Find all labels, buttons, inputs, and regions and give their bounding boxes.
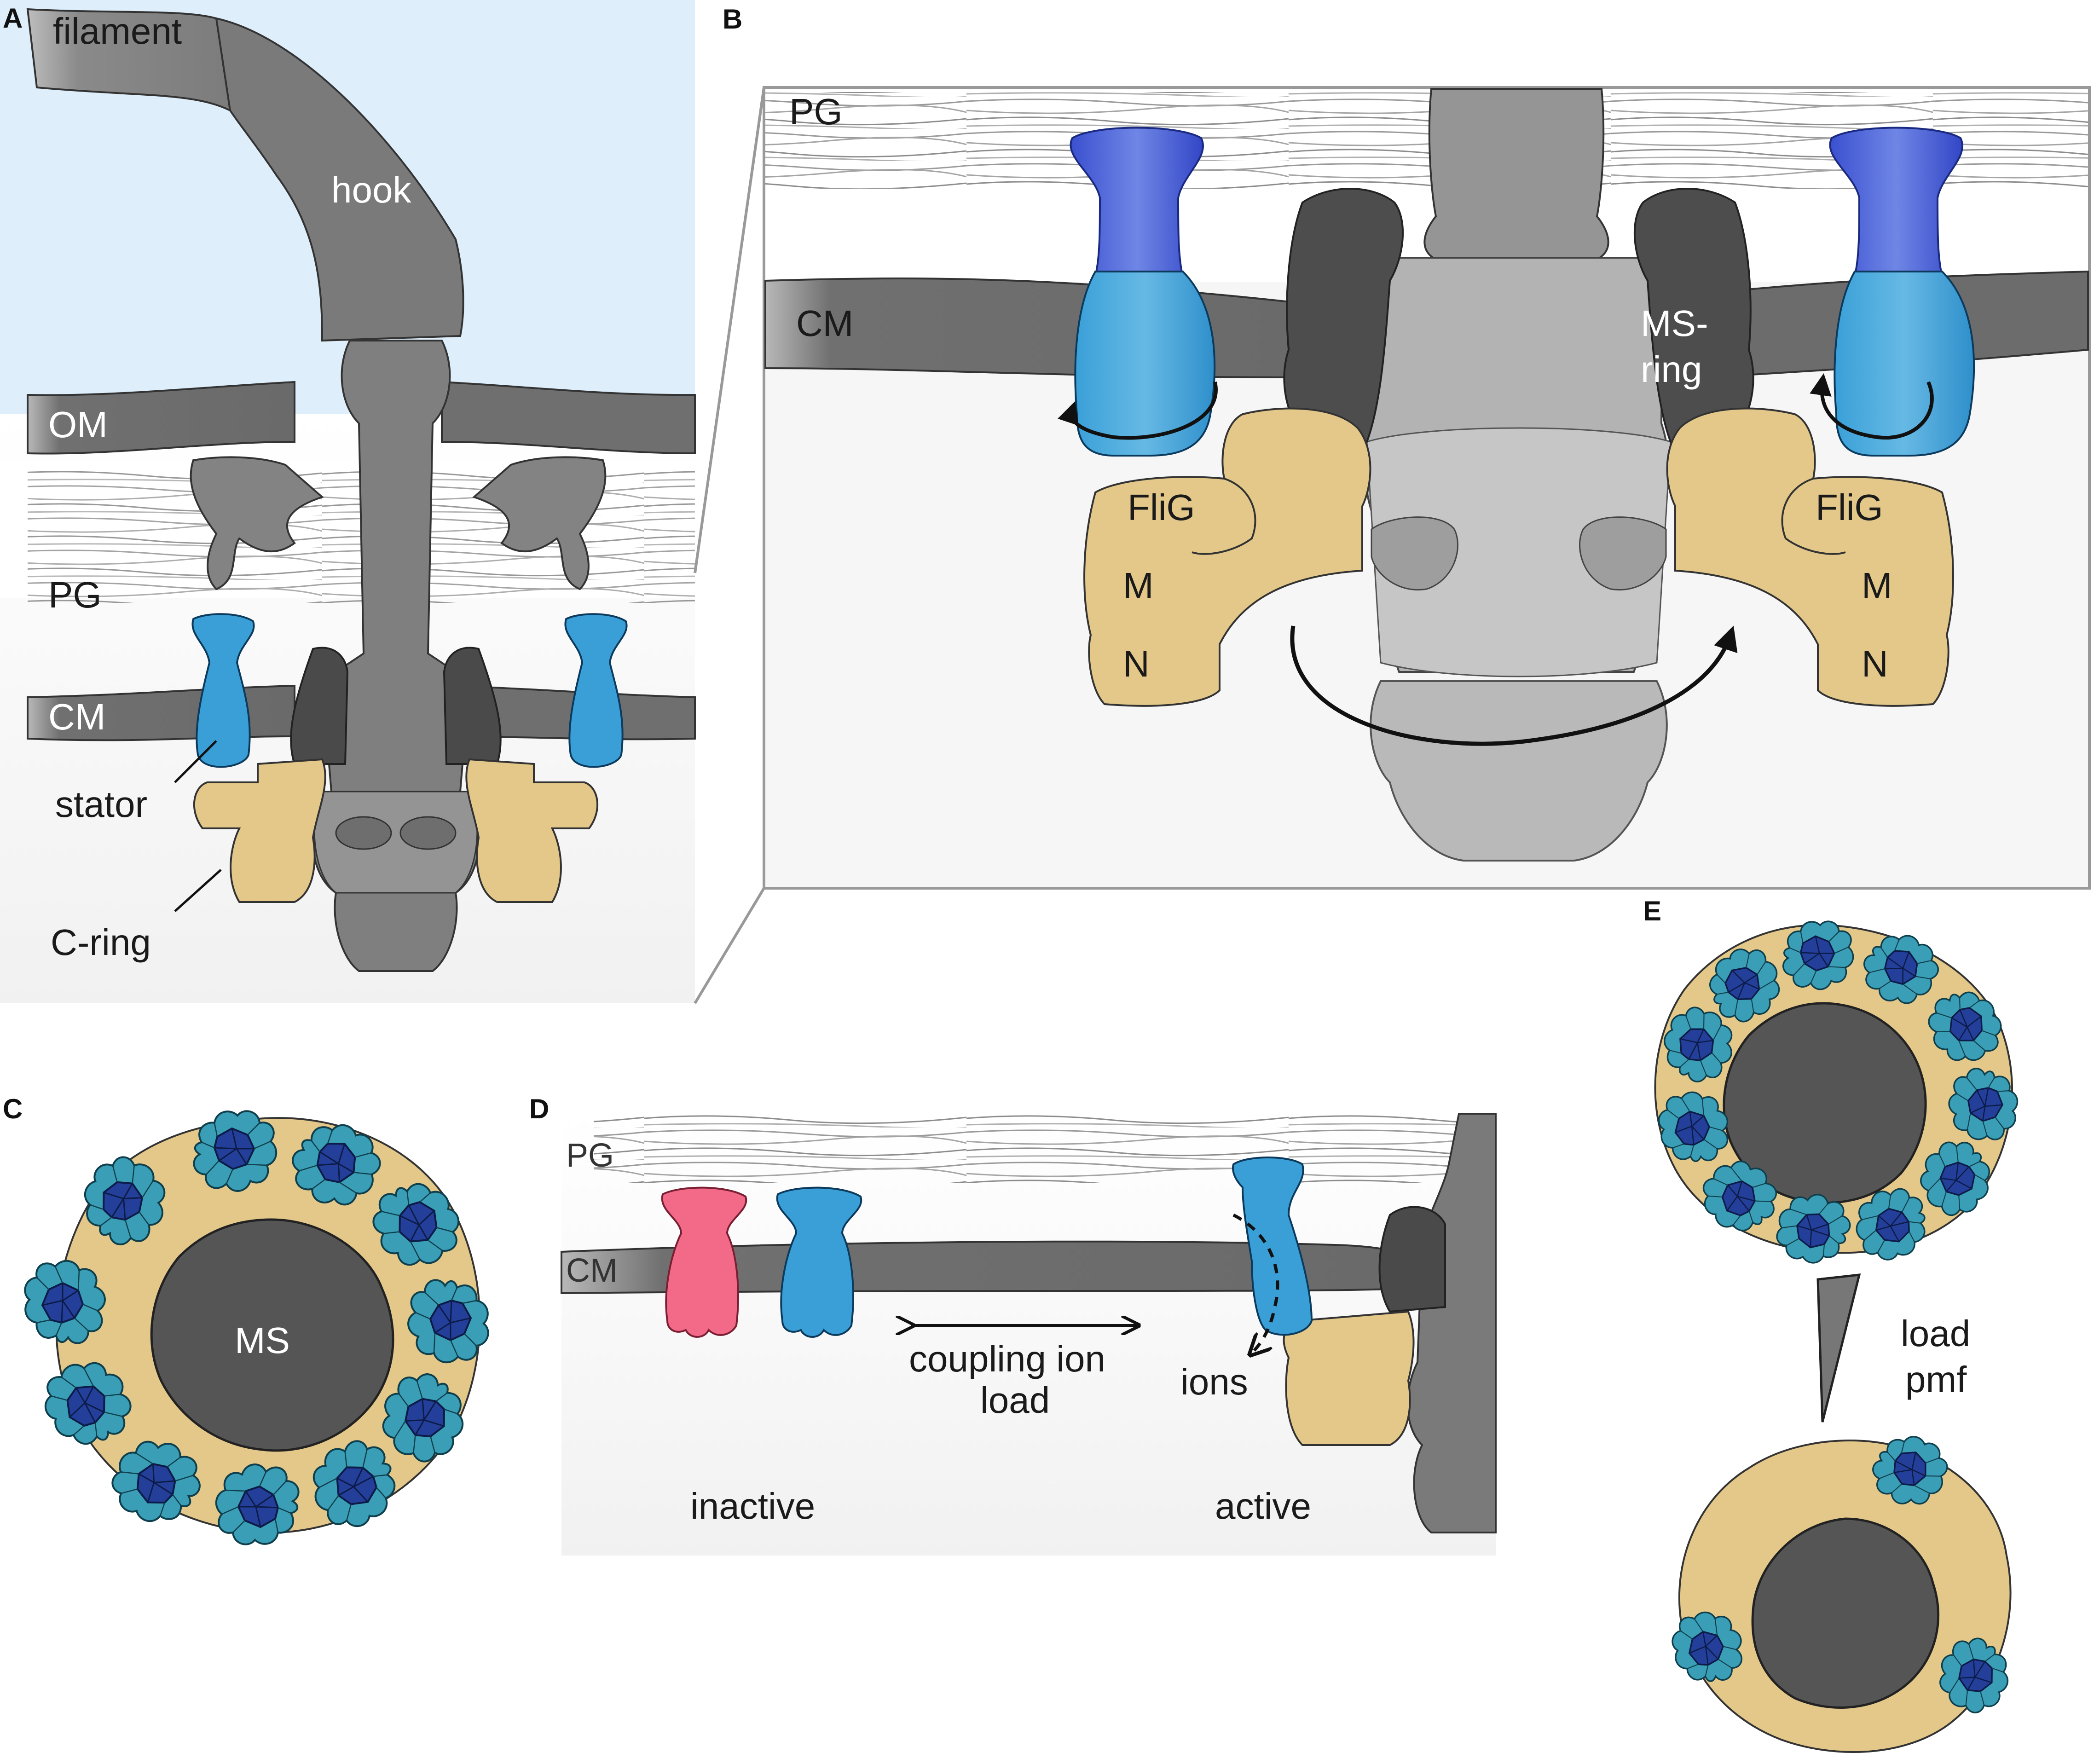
panel-e: E load pmf: [1643, 896, 2023, 1753]
panel-b-pg-label: PG: [789, 91, 843, 132]
load-pmf-wedge: [1816, 1273, 1861, 1423]
panel-b: B PG CM MS- ring FliG M N FliG M N: [723, 4, 2091, 890]
panel-a-lp-ring-left: [190, 456, 324, 590]
panel-a-cring-left: [193, 758, 326, 903]
panel-d-pg-fibers: [594, 1114, 1468, 1183]
coupling-label-line1: coupling ion: [909, 1338, 1105, 1379]
panel-b-cring-left-inner: [1192, 478, 1256, 555]
panel-a-letter: A: [3, 3, 23, 34]
n-right-label: N: [1862, 643, 1888, 684]
cring-leader-line: [174, 869, 222, 912]
panel-a-outer-membrane: [27, 381, 295, 455]
panel-a-outer-membrane-right: [441, 381, 696, 455]
zoom-line-top: [694, 87, 765, 573]
panel-a-om-label: OM: [48, 404, 108, 445]
panel-d: D PG CM coupling ion load ions inactive …: [529, 1093, 1497, 1556]
panel-b-ms-ring-left: [1283, 188, 1404, 443]
panel-a-pg-label: PG: [48, 574, 102, 615]
panel-a-rotor-hole-left: [335, 816, 392, 850]
panel-b-cring-right: [1666, 407, 1954, 707]
panel-a: A filament hook OM PG CM stator C-ring: [0, 0, 696, 1003]
cring-label: C-ring: [51, 922, 151, 963]
panel-a-rotor-lower: [313, 791, 478, 894]
panel-d-cring: [1283, 1310, 1415, 1446]
active-label: active: [1215, 1486, 1311, 1527]
panel-b-letter: B: [723, 4, 742, 35]
ions-label: ions: [1180, 1361, 1248, 1402]
filament-label: filament: [53, 11, 182, 52]
panel-d-pg-label: PG: [566, 1137, 614, 1174]
stator-label: stator: [55, 784, 147, 825]
panel-b-stator-left-rotation-arrow: [1058, 382, 1218, 440]
m-right-label: M: [1862, 565, 1892, 606]
panel-a-cm-right: [441, 684, 696, 740]
panel-b-stator-right-rotation-arrow: [1810, 373, 1934, 440]
panel-a-ms-ring-right: [443, 647, 502, 765]
panel-b-cring-right-inner: [1781, 478, 1846, 555]
panel-b-rotor-hole-left: [1371, 516, 1458, 590]
panel-a-stator-right: [564, 613, 628, 768]
coupling-label-line2: load: [980, 1380, 1050, 1421]
n-left-label: N: [1123, 643, 1150, 684]
inactive-stator-blue: [776, 1186, 862, 1338]
panel-a-ms-ring-left: [290, 647, 349, 765]
pmf-label: pmf: [1905, 1359, 1967, 1400]
panel-e-letter: E: [1643, 896, 1661, 926]
zoom-line-bottom: [694, 887, 765, 1004]
load-label: load: [1901, 1313, 1970, 1354]
msring-label-line1: MS-: [1641, 303, 1708, 344]
panel-a-cm-label: CM: [48, 696, 105, 737]
panel-a-lp-ring-right: [472, 456, 607, 590]
panel-b-rod-upper: [1423, 88, 1609, 263]
panel-b-rotor-bottom: [1370, 680, 1668, 862]
panel-c-letter: C: [3, 1093, 23, 1124]
inactive-stator-pink: [661, 1186, 747, 1338]
panel-d-cm-label: CM: [566, 1252, 618, 1289]
panel-b-stator-left: [1070, 127, 1216, 457]
hook-label: hook: [331, 169, 411, 210]
inactive-label: inactive: [690, 1486, 815, 1527]
panel-c: C MS: [3, 1093, 489, 1545]
msring-label-line2: ring: [1641, 349, 1702, 390]
panel-b-cring-left: [1083, 407, 1371, 707]
flig-right-label: FliG: [1816, 487, 1883, 528]
panel-e-bottom-ms: [1751, 1517, 1939, 1709]
hook: [215, 17, 464, 342]
stator-leader-line: [174, 740, 217, 783]
panel-b-rotor-rotation-arrow: [1290, 625, 1738, 746]
panel-a-cring-right: [465, 758, 599, 903]
panel-b-ms-ring-right: [1633, 188, 1754, 443]
panel-d-ms-ring: [1378, 1206, 1446, 1313]
panel-a-rotor-hole-right: [399, 816, 457, 850]
panel-b-cm-label: CM: [796, 303, 853, 344]
panel-c-ms-disc: [150, 1218, 394, 1452]
ms-label: MS: [235, 1320, 290, 1361]
m-left-label: M: [1123, 565, 1154, 606]
panel-a-stator-left: [191, 613, 255, 768]
panel-d-letter: D: [529, 1093, 549, 1124]
panel-b-stator-right: [1829, 127, 1975, 457]
active-stator: [1232, 1157, 1313, 1336]
flig-left-label: FliG: [1128, 487, 1195, 528]
panel-b-rotor-hole-right: [1579, 516, 1667, 590]
